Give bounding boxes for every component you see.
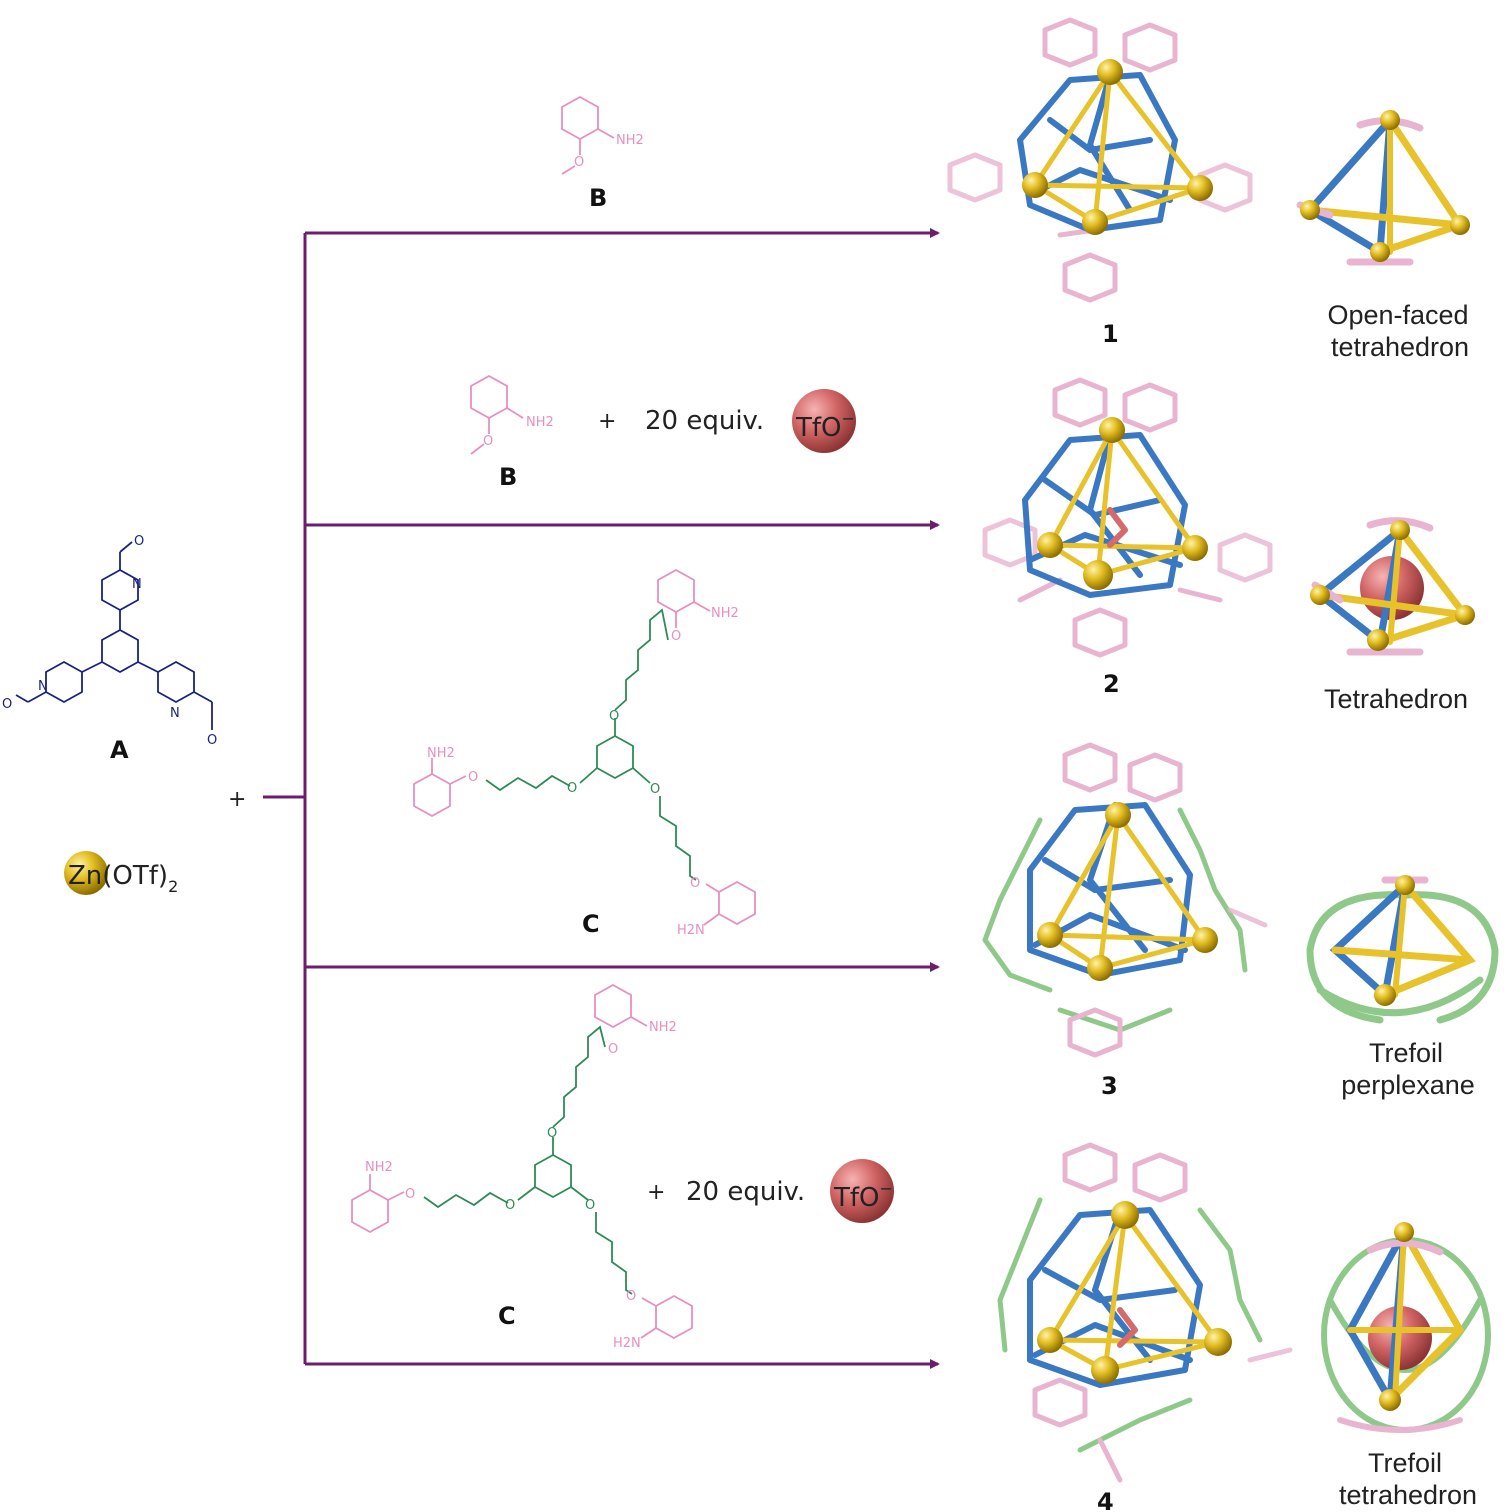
ligand-A-structure	[15, 541, 213, 730]
product-3-number: 3	[1101, 1072, 1118, 1100]
ether-O-3e: O	[468, 770, 478, 785]
amine-group-4a: NH2	[649, 1020, 677, 1035]
amine-C-atoms-3: NH2 NH2 H2N O O O O O O	[427, 606, 739, 938]
ether-O-4e: O	[405, 1187, 415, 1202]
amine-C-structure-4	[351, 983, 693, 1340]
ether-O-3c: O	[567, 781, 577, 796]
product-3-schematic	[1306, 875, 1499, 1024]
amine-group-4b: NH2	[365, 1160, 393, 1175]
triflate-sphere-icon-4	[830, 1159, 894, 1223]
label-C-4: C	[498, 1302, 516, 1330]
product-4-number: 4	[1097, 1488, 1114, 1512]
amine-C-structure-3	[413, 568, 756, 926]
amine-group-3a: NH2	[711, 606, 739, 621]
atom-O-top: O	[134, 534, 144, 549]
atom-N-left: N	[38, 679, 48, 694]
amine-B-structure-1	[561, 95, 615, 175]
label-B-1: B	[589, 184, 607, 212]
product-2-caption-line1: Tetrahedron	[1324, 684, 1468, 714]
ether-O-2: O	[483, 434, 493, 449]
additive-amount-4: 20 equiv.	[686, 1177, 805, 1207]
amine-B-structure-2	[470, 374, 524, 455]
product-3-caption-line1: Trefoil	[1369, 1038, 1443, 1068]
product-1-caption-line2: tetrahedron	[1331, 332, 1469, 362]
plus-sign-2: +	[598, 409, 616, 434]
additive-amount-2: 20 equiv.	[645, 406, 764, 436]
ether-O-3b: O	[609, 709, 619, 724]
atom-O-left: O	[2, 697, 12, 712]
product-1-number: 1	[1102, 320, 1119, 348]
label-A: A	[110, 736, 129, 764]
amine-group-2: NH2	[526, 415, 554, 430]
ether-O-3d: O	[650, 782, 660, 797]
product-4-structure	[997, 1142, 1293, 1483]
label-B-2: B	[499, 463, 517, 491]
product-2-structure	[982, 377, 1273, 658]
amine-group-4c: H2N	[613, 1336, 641, 1351]
product-4-caption-line1: Trefoil	[1368, 1448, 1442, 1478]
zinc-sphere-icon	[64, 851, 108, 895]
ether-O-4c: O	[505, 1198, 515, 1213]
product-4-caption-line2: tetrahedron	[1339, 1480, 1477, 1510]
ligand-A-atoms: O N N O N O	[2, 534, 217, 748]
ether-O-4d: O	[585, 1198, 595, 1213]
product-4-schematic	[1321, 1222, 1491, 1433]
product-2-number: 2	[1103, 670, 1120, 698]
atom-O-right: O	[207, 733, 217, 748]
ether-O-4f: O	[626, 1289, 636, 1304]
reaction-arrows	[263, 228, 940, 1369]
ether-O-3a: O	[671, 629, 681, 644]
ether-O-4b: O	[547, 1126, 557, 1141]
ether-O-4a: O	[608, 1042, 618, 1057]
triflate-label-4: TfO−	[833, 1179, 893, 1213]
plus-sign-4: +	[647, 1180, 665, 1205]
amine-group-3b: NH2	[427, 746, 455, 761]
ether-O-1: O	[574, 155, 584, 170]
product-3-structure	[982, 742, 1268, 1058]
amine-C-atoms-4: NH2 NH2 H2N O O O O O O	[365, 1020, 677, 1351]
product-1-schematic	[1296, 109, 1470, 266]
label-C-3: C	[582, 910, 600, 938]
amine-group-3c: H2N	[677, 923, 705, 938]
triflate-label-2: TfO−	[795, 409, 855, 443]
triflate-sphere-icon-2	[792, 389, 856, 453]
label-zinc-triflate: Zn(OTf)2	[68, 861, 178, 896]
product-2-schematic	[1310, 517, 1475, 656]
plus-sign-reactants: +	[228, 787, 246, 812]
product-3-caption-line2: perplexane	[1341, 1070, 1475, 1100]
product-1-caption-line1: Open-faced	[1327, 300, 1468, 330]
amine-group-1: NH2	[616, 133, 644, 148]
atom-N-top: N	[132, 577, 142, 592]
product-1-structure	[947, 17, 1253, 303]
atom-N-right: N	[170, 706, 180, 721]
ether-O-3f: O	[690, 876, 700, 891]
